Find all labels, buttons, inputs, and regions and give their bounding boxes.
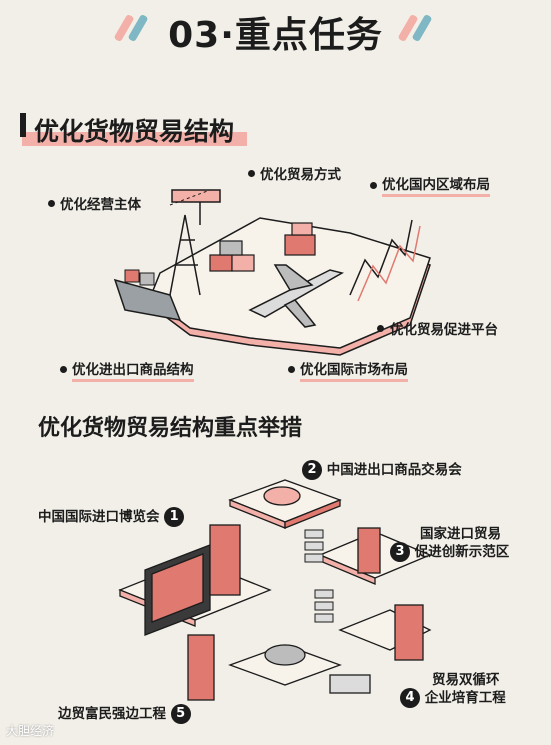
key-measures-illustration	[118, 479, 432, 701]
crane-icon	[169, 189, 221, 296]
measure-label-4a: 贸易双循环	[432, 672, 500, 688]
connector-dot	[377, 325, 384, 332]
measure-number-3: 3	[390, 542, 410, 562]
label-promotion-platform: 优化贸易促进平台	[390, 322, 498, 338]
measure-2: 2 中国进出口商品交易会	[302, 458, 462, 480]
measure-4: 贸易双循环	[432, 668, 500, 688]
label-business-entity: 优化经营主体	[60, 197, 141, 213]
watermark: 大胆经济	[6, 724, 55, 738]
section1-title-highlight	[22, 132, 247, 146]
connector-dot	[370, 182, 377, 189]
connector-dot	[288, 366, 295, 373]
airplane-icon	[248, 264, 344, 328]
measure-3-line2: 3 促进创新示范区	[390, 540, 509, 562]
measure-label-1: 中国国际进口博览会	[38, 509, 160, 525]
measure-number-1: 1	[164, 507, 185, 527]
measure-label-2: 中国进出口商品交易会	[326, 462, 462, 478]
label-international-market: 优化国际市场布局	[300, 358, 408, 382]
measure-number-5: 5	[170, 704, 191, 724]
connector-dot	[48, 200, 55, 207]
measure-5: 边贸富民强边工程 5	[58, 702, 191, 724]
measure-label-5: 边贸富民强边工程	[58, 706, 166, 722]
label-regional-layout: 优化国内区域布局	[382, 173, 490, 197]
section1-title-marker	[20, 113, 26, 137]
trade-structure-illustration	[113, 189, 431, 356]
measure-4-line2: 4 企业培育工程	[400, 686, 506, 708]
section1-title: 优化货物贸易结构	[34, 117, 235, 146]
growth-chart-icon	[349, 219, 421, 302]
section2-title: 优化货物贸易结构重点举措	[38, 416, 303, 441]
connector-dot	[248, 170, 255, 177]
measure-label-3a: 国家进口贸易	[420, 526, 501, 542]
connector-dot	[60, 366, 67, 373]
label-import-export-structure: 优化进出口商品结构	[72, 358, 194, 382]
ship-icon	[113, 269, 182, 321]
measure-number-2: 2	[302, 460, 322, 480]
measure-label-3b: 促进创新示范区	[414, 544, 510, 560]
label-trade-mode: 优化贸易方式	[260, 167, 341, 183]
measure-1: 中国国际进口博览会 1	[38, 505, 185, 527]
page-title: 03·重点任务	[168, 15, 383, 56]
measure-number-4: 4	[400, 688, 420, 708]
measure-label-4b: 企业培育工程	[424, 690, 506, 706]
containers-icon	[209, 222, 316, 272]
measure-3: 国家进口贸易	[420, 522, 501, 542]
